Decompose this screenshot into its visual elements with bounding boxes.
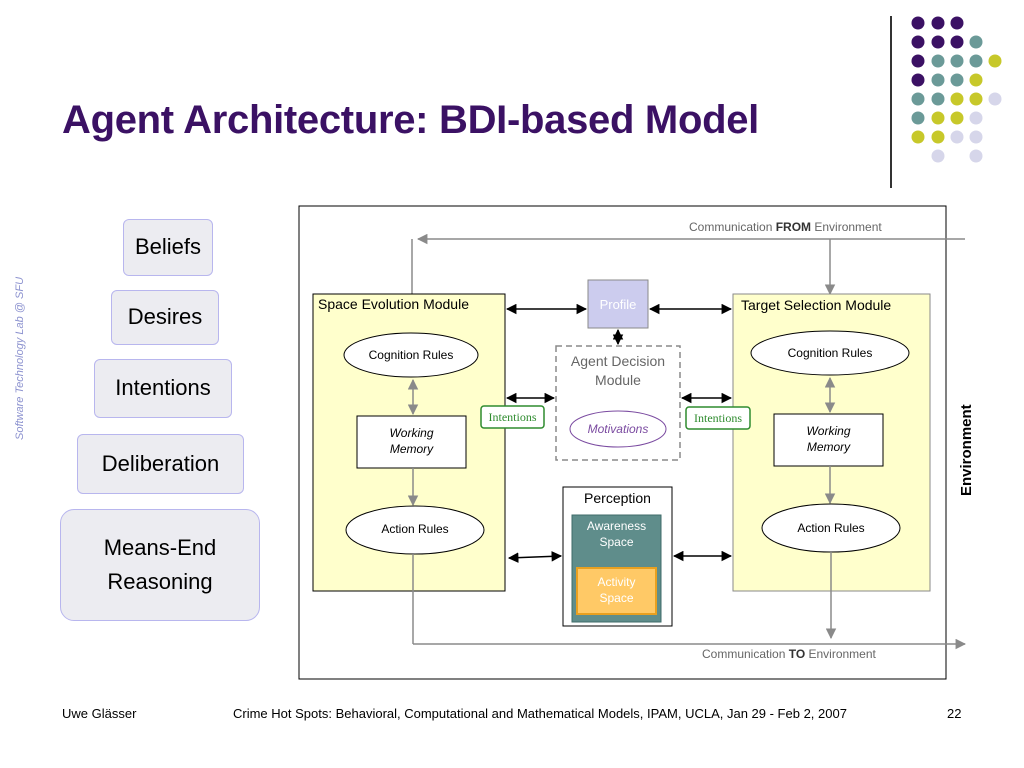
activity-space-box bbox=[576, 567, 657, 615]
slide-number: 22 bbox=[947, 706, 962, 721]
working-memory-left-line1: Working bbox=[389, 426, 434, 440]
motivations-ellipse bbox=[569, 410, 667, 448]
agent-decision-line2: Module bbox=[595, 372, 641, 388]
comm-to-suffix: Environment bbox=[805, 647, 876, 661]
action-rules-left-label: Action Rules bbox=[381, 522, 449, 536]
profile-box bbox=[587, 279, 649, 329]
space-evolution-module-title: Space Evolution Module bbox=[318, 296, 469, 312]
working-memory-left-label: Working Memory bbox=[357, 425, 466, 457]
activity-line1: Activity bbox=[597, 575, 636, 589]
decorative-dot-grid bbox=[911, 16, 1002, 163]
working-memory-left bbox=[356, 415, 467, 469]
desires-label: Desires bbox=[127, 304, 203, 330]
comm-to-bold: TO bbox=[788, 647, 806, 661]
working-memory-right-label: Working Memory bbox=[774, 423, 883, 455]
activity-line2: Space bbox=[599, 591, 634, 605]
awareness-line2: Space bbox=[599, 535, 634, 549]
awareness-line1: Awareness bbox=[586, 519, 647, 533]
working-memory-right bbox=[773, 413, 884, 467]
working-memory-right-line2: Memory bbox=[806, 440, 851, 454]
perception-left-arrow bbox=[507, 551, 563, 563]
intentions-box-right bbox=[685, 406, 751, 430]
comm-to-label: Communication TO Environment bbox=[702, 647, 876, 661]
footer-author: Uwe Glässer bbox=[62, 706, 137, 721]
comm-to-prefix: Communication bbox=[702, 647, 789, 661]
comm-from-suffix: Environment bbox=[811, 220, 882, 234]
environment-label: Environment bbox=[958, 404, 975, 496]
activity-space-label: Activity Space bbox=[577, 574, 656, 606]
action-rules-left bbox=[345, 505, 485, 555]
title-divider-line bbox=[890, 16, 892, 188]
action-rules-right-label: Action Rules bbox=[797, 521, 865, 535]
intentions-left-label: Intentions bbox=[488, 410, 537, 424]
intentions-box: Intentions bbox=[94, 359, 232, 418]
means-end-line2: Reasoning bbox=[107, 569, 213, 594]
dots bbox=[911, 16, 1002, 163]
means-end-reasoning-box: Means-End Reasoning bbox=[60, 509, 260, 621]
beliefs-box: Beliefs bbox=[123, 219, 213, 276]
working-memory-left-line2: Memory bbox=[389, 442, 434, 456]
awareness-space-label: Awareness Space bbox=[572, 518, 661, 550]
cognition-rules-left-label: Cognition Rules bbox=[368, 348, 454, 362]
comm-from-bold: FROM bbox=[775, 220, 812, 234]
working-memory-right-line1: Working bbox=[806, 424, 851, 438]
deliberation-label: Deliberation bbox=[101, 450, 220, 476]
agent-decision-line1: Agent Decision bbox=[570, 353, 666, 369]
profile-label: Profile bbox=[599, 297, 637, 312]
perception-label: Perception bbox=[584, 490, 651, 506]
slide-title: Agent Architecture: BDI-based Model bbox=[62, 98, 759, 142]
deliberation-box: Deliberation bbox=[77, 434, 244, 494]
comm-from-label: Communication FROM Environment bbox=[689, 220, 882, 234]
beliefs-label: Beliefs bbox=[134, 234, 202, 260]
cognition-rules-right-label: Cognition Rules bbox=[787, 346, 873, 360]
means-end-line1: Means-End bbox=[103, 534, 217, 560]
footer-event: Crime Hot Spots: Behavioral, Computation… bbox=[233, 706, 847, 721]
target-selection-module-title: Target Selection Module bbox=[741, 297, 892, 313]
comm-from-prefix: Communication bbox=[689, 220, 776, 234]
motivations-label: Motivations bbox=[587, 422, 649, 436]
diagram-frame bbox=[298, 205, 947, 680]
agent-decision-module-label: Agent Decision Module bbox=[556, 352, 680, 390]
intentions-box-left bbox=[480, 405, 545, 429]
cognition-rules-right bbox=[750, 330, 910, 376]
intentions-label: Intentions bbox=[115, 375, 211, 401]
cognition-rules-left bbox=[343, 332, 479, 378]
desires-box: Desires bbox=[111, 290, 219, 345]
intentions-right-label: Intentions bbox=[694, 411, 742, 425]
